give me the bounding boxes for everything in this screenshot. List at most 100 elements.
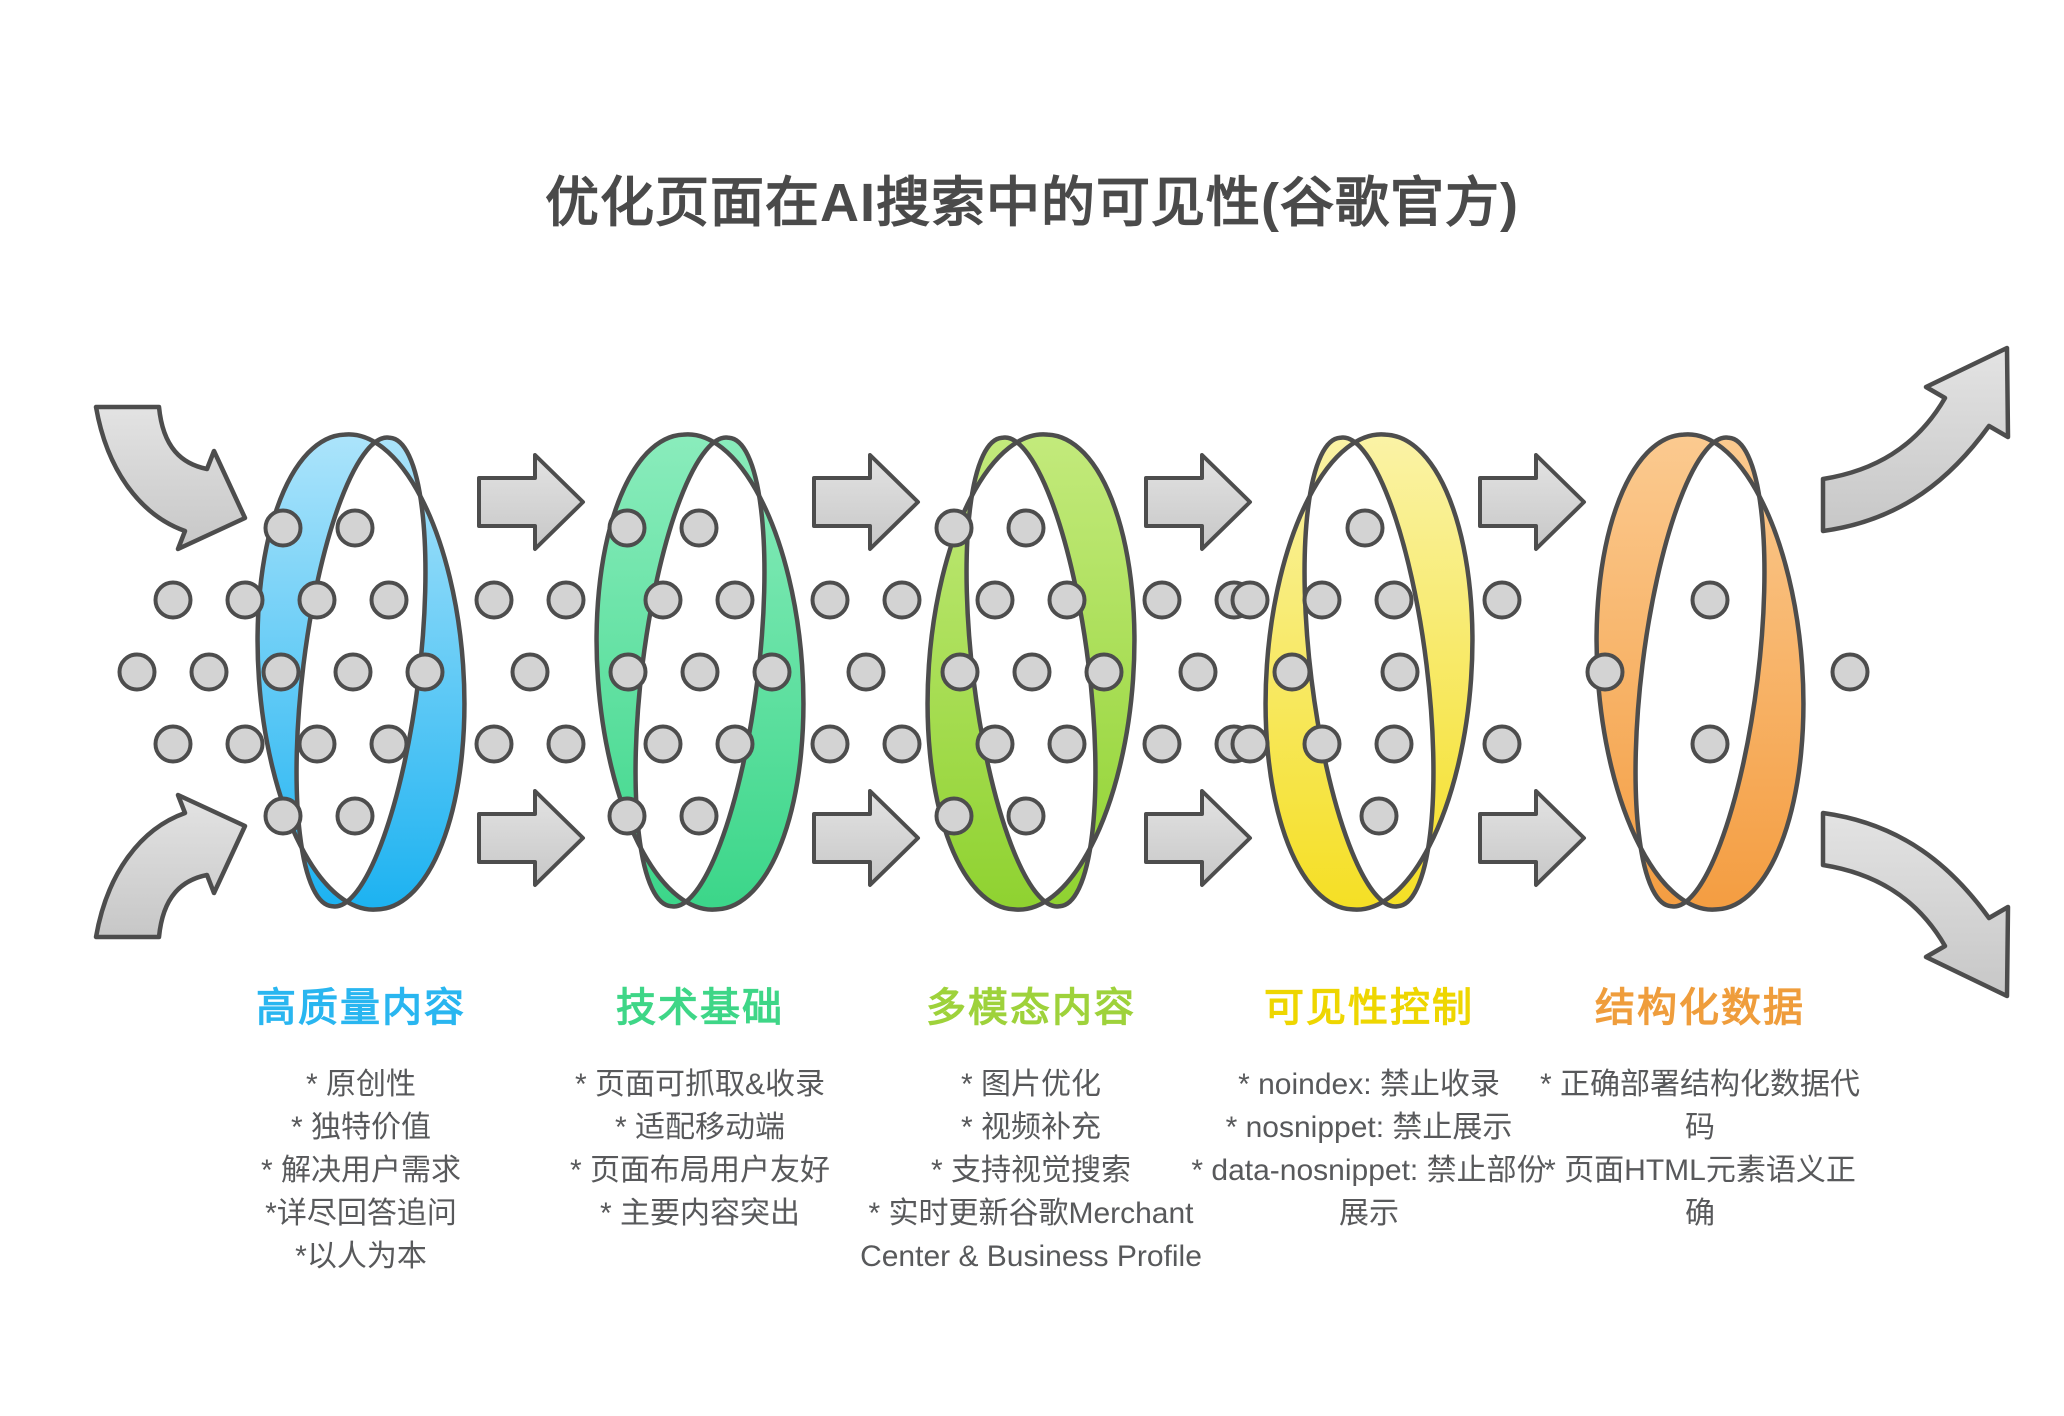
page-dot	[189, 652, 229, 692]
page-dot	[608, 652, 648, 692]
stage-item: * 图片优化	[960, 1068, 1101, 1101]
entry-arrow-top-icon	[93, 404, 248, 552]
flow-arrow-icon	[1478, 453, 1586, 551]
stage-item: * data-nosnippet: 禁止部份展示	[1191, 1154, 1547, 1230]
stage-column-multimodal-content: 多模态内容 * 图片优化 * 视频补充 * 支持视觉搜索 * 实时更新谷歌Mer…	[846, 975, 1216, 1278]
stage-title: 技术基础	[616, 986, 784, 1030]
stage-title: 多模态内容	[926, 986, 1136, 1030]
page-dot	[679, 508, 719, 548]
stage-item: * 支持视觉搜索	[930, 1154, 1131, 1187]
stage-item: * 原创性	[305, 1068, 416, 1101]
page-dot	[1084, 652, 1124, 692]
page-dot	[1359, 796, 1399, 836]
stage-title: 高质量内容	[256, 986, 466, 1030]
page-dot	[1482, 580, 1522, 620]
stage-item-list: * 正确部署结构化数据代码 * 页面HTML元素语义正确	[1530, 1063, 1870, 1235]
page-dot	[643, 580, 683, 620]
flow-arrow-icon	[1144, 789, 1252, 887]
page-dot	[882, 580, 922, 620]
page-dot	[1272, 652, 1312, 692]
page-dot	[546, 724, 586, 764]
page-dot	[225, 580, 265, 620]
page-dot	[261, 652, 301, 692]
page-dot	[715, 724, 755, 764]
page-title: 优化页面在AI搜索中的可见性(谷歌官方)	[545, 173, 1519, 234]
flow-arrow-icon	[1478, 789, 1586, 887]
exit-arrow-top-icon	[1820, 345, 2011, 534]
stage-column-technical-foundation: 技术基础 * 页面可抓取&收录 * 适配移动端 * 页面布局用户友好 * 主要内…	[510, 975, 890, 1235]
exit-arrow-bottom-icon	[1820, 810, 2011, 999]
page-dot	[975, 724, 1015, 764]
filter-ring-2	[594, 432, 806, 912]
page-dot	[1302, 724, 1342, 764]
page-dot	[1047, 724, 1087, 764]
page-dot	[335, 796, 375, 836]
page-dot	[940, 652, 980, 692]
stage-item: *详尽回答追问	[265, 1197, 457, 1230]
page-dot	[1690, 580, 1730, 620]
page-dot	[680, 652, 720, 692]
page-dot	[546, 580, 586, 620]
page-dot	[153, 580, 193, 620]
page-dot	[1345, 508, 1385, 548]
page-dot	[1380, 652, 1420, 692]
page-dot	[1830, 652, 1870, 692]
stage-column-structured-data: 结构化数据 * 正确部署结构化数据代码 * 页面HTML元素语义正确	[1530, 975, 1870, 1235]
page-dot	[263, 508, 303, 548]
page-dot	[1012, 652, 1052, 692]
page-dot	[1047, 580, 1087, 620]
filter-ring-5	[1594, 432, 1806, 912]
page-dot	[752, 652, 792, 692]
page-dot	[225, 724, 265, 764]
stage-column-quality-content: 高质量内容 * 原创性 * 独特价值 * 解决用户需求 *详尽回答追问 *以人为…	[171, 975, 551, 1278]
stage-item: * 实时更新谷歌Merchant Center & Business Profi…	[860, 1197, 1202, 1273]
stage-item-list: * 原创性 * 独特价值 * 解决用户需求 *详尽回答追问 *以人为本	[171, 1063, 551, 1278]
page-dot	[715, 580, 755, 620]
page-dot	[117, 652, 157, 692]
page-dot	[607, 508, 647, 548]
stage-item: * noindex: 禁止收录	[1238, 1068, 1500, 1101]
page-dot	[679, 796, 719, 836]
page-dot	[882, 724, 922, 764]
page-dot	[643, 724, 683, 764]
page-dot	[369, 580, 409, 620]
stage-title: 结构化数据	[1595, 986, 1805, 1030]
page-dot	[1142, 580, 1182, 620]
stage-item-list: * noindex: 禁止收录 * nosnippet: 禁止展示 * data…	[1184, 1063, 1554, 1235]
page-dot	[934, 508, 974, 548]
page-dot	[297, 724, 337, 764]
flow-arrow-icon	[1144, 453, 1252, 551]
stage-item: * 视频补充	[960, 1111, 1101, 1144]
page-dot	[1374, 724, 1414, 764]
entry-arrow-bottom-icon	[93, 792, 248, 940]
stage-item: * 解决用户需求	[260, 1154, 461, 1187]
stage-title: 可见性控制	[1264, 986, 1474, 1030]
flow-arrow-icon	[477, 453, 585, 551]
stage-item: * 页面布局用户友好	[569, 1154, 830, 1187]
page-dot	[1006, 796, 1046, 836]
page-dot	[1142, 724, 1182, 764]
page-dot	[1006, 508, 1046, 548]
page-dot	[1230, 580, 1270, 620]
stage-item-list: * 页面可抓取&收录 * 适配移动端 * 页面布局用户友好 * 主要内容突出	[510, 1063, 890, 1235]
page-dot	[934, 796, 974, 836]
page-dot	[1374, 580, 1414, 620]
flow-arrow-icon	[812, 453, 920, 551]
stage-item: * 页面可抓取&收录	[574, 1068, 826, 1101]
stage-column-visibility-control: 可见性控制 * noindex: 禁止收录 * nosnippet: 禁止展示 …	[1184, 975, 1554, 1235]
stage-item-list: * 图片优化 * 视频补充 * 支持视觉搜索 * 实时更新谷歌Merchant …	[846, 1063, 1216, 1278]
page-dot	[1178, 652, 1218, 692]
page-dot	[1302, 580, 1342, 620]
page-dot	[1690, 724, 1730, 764]
page-dot	[1482, 724, 1522, 764]
page-dot	[474, 580, 514, 620]
page-dot	[263, 796, 303, 836]
page-dot	[333, 652, 373, 692]
page-dot	[810, 724, 850, 764]
stage-item: * 正确部署结构化数据代码	[1539, 1068, 1860, 1144]
filter-ring-4	[1263, 432, 1475, 912]
page-dot	[846, 652, 886, 692]
page-dot	[1230, 724, 1270, 764]
page-dot	[474, 724, 514, 764]
